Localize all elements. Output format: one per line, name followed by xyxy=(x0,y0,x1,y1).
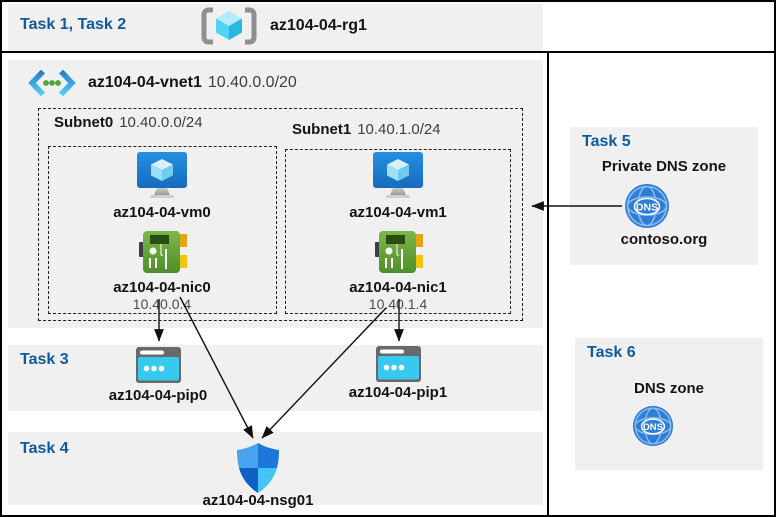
vm1-name: az104-04-vm1 xyxy=(349,204,447,221)
task4-label: Task 4 xyxy=(20,440,69,457)
vm0-virtual-machine-icon xyxy=(136,151,188,199)
dns-globe-icon-task6: DNS xyxy=(632,405,674,447)
task12-band xyxy=(8,4,543,51)
vm1-virtual-machine-icon xyxy=(372,151,424,199)
subnet0-name: Subnet0 xyxy=(54,114,114,131)
nic1-name: az104-04-nic1 xyxy=(349,279,447,296)
dns-badge-text-task6: DNS xyxy=(643,422,664,433)
nic0-icon xyxy=(139,229,187,275)
nsg-name: az104-04-nsg01 xyxy=(202,492,314,509)
nsg-shield-icon xyxy=(236,442,280,494)
pip0-public-ip-icon xyxy=(136,347,181,383)
subnet0-cidr: 10.40.0.0/24 xyxy=(119,114,203,131)
subnet0-dashed-box xyxy=(48,146,277,314)
task6-label: Task 6 xyxy=(587,344,636,361)
dns-badge-text-task5: DNS xyxy=(636,202,658,214)
task3-label: Task 3 xyxy=(20,351,69,368)
vnet-label: az104-04-vnet1 10.40.0.0/20 xyxy=(88,74,297,92)
task5-label: Task 5 xyxy=(582,133,631,150)
dns-zone-title: DNS zone xyxy=(633,380,704,397)
task6-panel xyxy=(575,338,763,470)
private-dns-zone-title: Private DNS zone xyxy=(601,158,727,175)
virtual-network-icon xyxy=(28,68,76,98)
resource-group-icon xyxy=(200,7,258,45)
vnet-cidr: 10.40.0.0/20 xyxy=(207,74,297,91)
top-divider-line xyxy=(0,51,776,53)
subnet0-label: Subnet0 10.40.0.0/24 xyxy=(54,114,203,132)
subnet1-dashed-box xyxy=(285,149,511,314)
pip1-public-ip-icon xyxy=(376,346,421,382)
subnet1-name: Subnet1 xyxy=(292,121,352,138)
pip0-name: az104-04-pip0 xyxy=(108,387,208,404)
subnet1-label: Subnet1 10.40.1.0/24 xyxy=(292,121,441,139)
nic0-ip: 10.40.0.4 xyxy=(132,296,192,312)
private-dns-zone-name: contoso.org xyxy=(620,231,708,248)
vnet-name: az104-04-vnet1 xyxy=(88,74,202,91)
task12-label: Task 1, Task 2 xyxy=(20,16,127,33)
vertical-divider-line xyxy=(547,51,549,516)
dns-globe-icon: DNS xyxy=(624,183,670,229)
nic1-icon xyxy=(375,229,423,275)
resource-group-name: az104-04-rg1 xyxy=(270,17,367,34)
vnet-panel xyxy=(8,60,543,328)
subnet1-cidr: 10.40.1.0/24 xyxy=(357,121,441,138)
pip1-name: az104-04-pip1 xyxy=(348,384,448,401)
vm0-name: az104-04-vm0 xyxy=(113,204,211,221)
nic0-name: az104-04-nic0 xyxy=(113,279,211,296)
nic1-ip: 10.40.1.4 xyxy=(368,296,428,312)
